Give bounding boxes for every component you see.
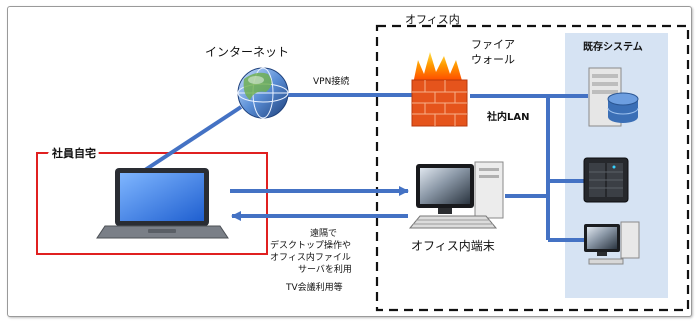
vpn-label: VPN接続 [313,75,349,87]
desktop-pc-icon [584,221,640,265]
remote-desc-line1: 遠隔で [310,227,337,239]
internet-globe-icon [237,67,289,119]
remote-desc-line3: オフィス内ファイル [270,251,351,263]
office-terminal-label: オフィス内端末 [411,239,495,253]
firewall-icon [411,52,468,127]
tv-conf-label: TV会議利用等 [285,281,343,293]
remote-desc-line4: サーバを利用 [298,263,352,275]
office-terminal-icon [408,161,504,229]
storage-nas-icon [583,157,629,203]
firewall-label-line1: ファイア [471,38,515,51]
laptop-to-internet-line [143,105,243,172]
home-zone-label: 社員自宅 [51,146,96,160]
remote-desc-line2: デスクトップ操作や [270,239,351,251]
existing-system-label: 既存システム [583,40,643,53]
internet-label: インターネット [205,45,289,59]
home-boundary [36,152,268,255]
database-server-icon [588,67,639,127]
home-laptop-icon [96,168,229,239]
office-boundary [375,24,690,312]
firewall-label-line2: ウォール [471,53,515,66]
office-zone-label: オフィス内 [405,12,460,26]
connectors [143,93,588,242]
lan-label: 社内LAN [486,110,529,123]
